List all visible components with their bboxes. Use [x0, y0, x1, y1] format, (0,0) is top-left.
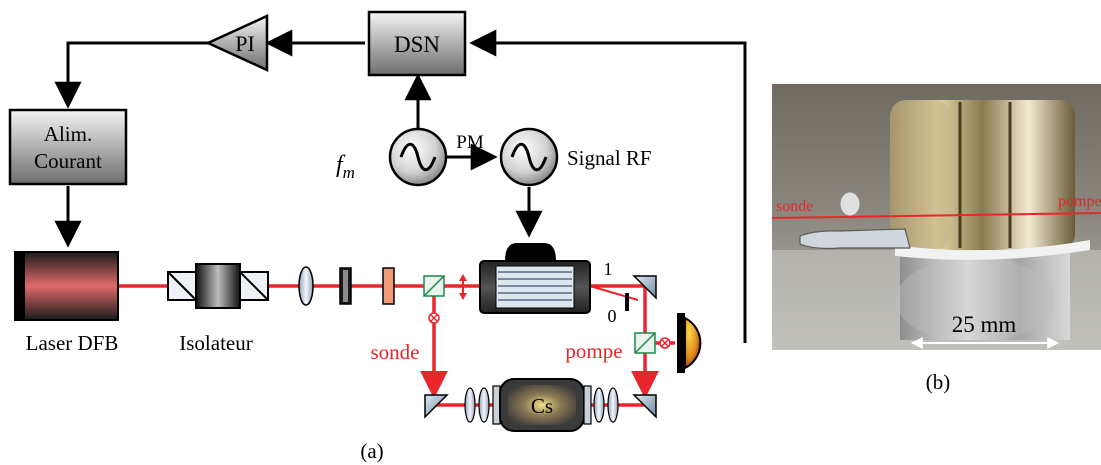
signal-rf-label: Signal RF: [567, 146, 652, 170]
panel-b-caption: (b): [926, 370, 951, 394]
photo-pompe-label: pompe: [1058, 193, 1101, 210]
acousto-optic-modulator: [480, 243, 590, 313]
pi-label: PI: [235, 31, 255, 56]
aom-order-0-label: 0: [608, 306, 617, 326]
fm-label-sub: m: [343, 163, 355, 182]
glass-cell-photo: [800, 229, 910, 249]
panel-b-photo: sonde pompe 25 mm: [772, 84, 1101, 350]
photodetector: [685, 318, 700, 368]
scale-label: 25 mm: [952, 312, 1017, 337]
laser-rear-plate: [15, 252, 25, 320]
optical-isolator: [168, 264, 268, 308]
polarization-cross-symbol-pompe: [660, 338, 670, 348]
fm-label: fm: [336, 152, 355, 182]
pi-to-alim-arrow: [68, 43, 210, 106]
aom-order-1-label: 1: [604, 259, 613, 279]
waveplate: [383, 268, 394, 304]
current-supply-label-line2: Courant: [34, 149, 102, 173]
current-supply-label-line1: Alim.: [44, 122, 92, 146]
laser-dfb: [15, 252, 118, 320]
beam-block: [625, 293, 629, 311]
pompe-label: pompe: [565, 339, 622, 363]
isolator-label: Isolateur: [179, 331, 252, 355]
pm-label: PM: [456, 132, 484, 153]
laser-label: Laser DFB: [26, 331, 119, 355]
photodetector-base: [677, 313, 685, 373]
order-0-beam: [590, 286, 638, 300]
dsn-label: DSN: [394, 32, 440, 57]
photo-sonde-label: sonde: [776, 198, 813, 215]
sonde-label: sonde: [371, 340, 420, 364]
panel-a: DSN PI Alim. Courant fm PM Signal RF: [10, 12, 745, 463]
polarization-cross-symbol-sonde: [429, 313, 439, 323]
panel-a-caption: (a): [360, 439, 383, 463]
isolator-faraday-rotator: [196, 264, 240, 308]
aom-transducer: [505, 243, 556, 261]
lens: [299, 267, 313, 305]
cs-cell-label: Cs: [531, 394, 553, 418]
